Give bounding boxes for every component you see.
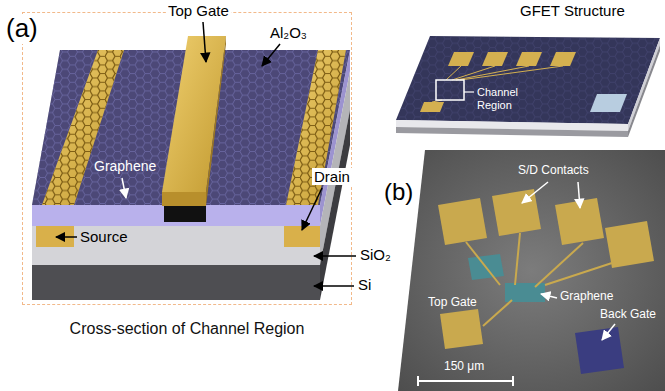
callout-label: Graphene xyxy=(94,158,156,174)
callout-label: Channel Region xyxy=(477,86,529,111)
leader-lines xyxy=(56,22,356,286)
panel-letter: (a) xyxy=(4,14,40,44)
callout-label: Top Gate xyxy=(428,296,477,310)
inset-title: GFET Structure xyxy=(520,2,625,19)
callout-label: Drain xyxy=(312,168,352,185)
panel-letter: (b) xyxy=(384,178,413,206)
callout-label: S/D Contacts xyxy=(518,164,589,178)
callout-label: Si xyxy=(358,276,371,293)
gfet-structure-illustration xyxy=(396,36,660,137)
callout-label: SiO₂ xyxy=(360,246,391,263)
scale-bar xyxy=(418,376,513,386)
callout-label: Al₂O₃ xyxy=(270,24,307,41)
callout-label: Graphene xyxy=(560,290,613,304)
callout-label: Top Gate xyxy=(166,2,231,19)
sem-image xyxy=(398,150,665,391)
region-frame: Cross-section of Channel Region xyxy=(22,12,352,342)
callout-label: Back Gate xyxy=(600,308,656,322)
region-caption: Cross-section of Channel Region xyxy=(22,320,352,338)
scale-label: 150 μm xyxy=(444,360,484,374)
dashed-outline xyxy=(22,12,352,305)
callout-label: Source xyxy=(80,228,128,245)
cross-section-illustration xyxy=(32,36,350,300)
